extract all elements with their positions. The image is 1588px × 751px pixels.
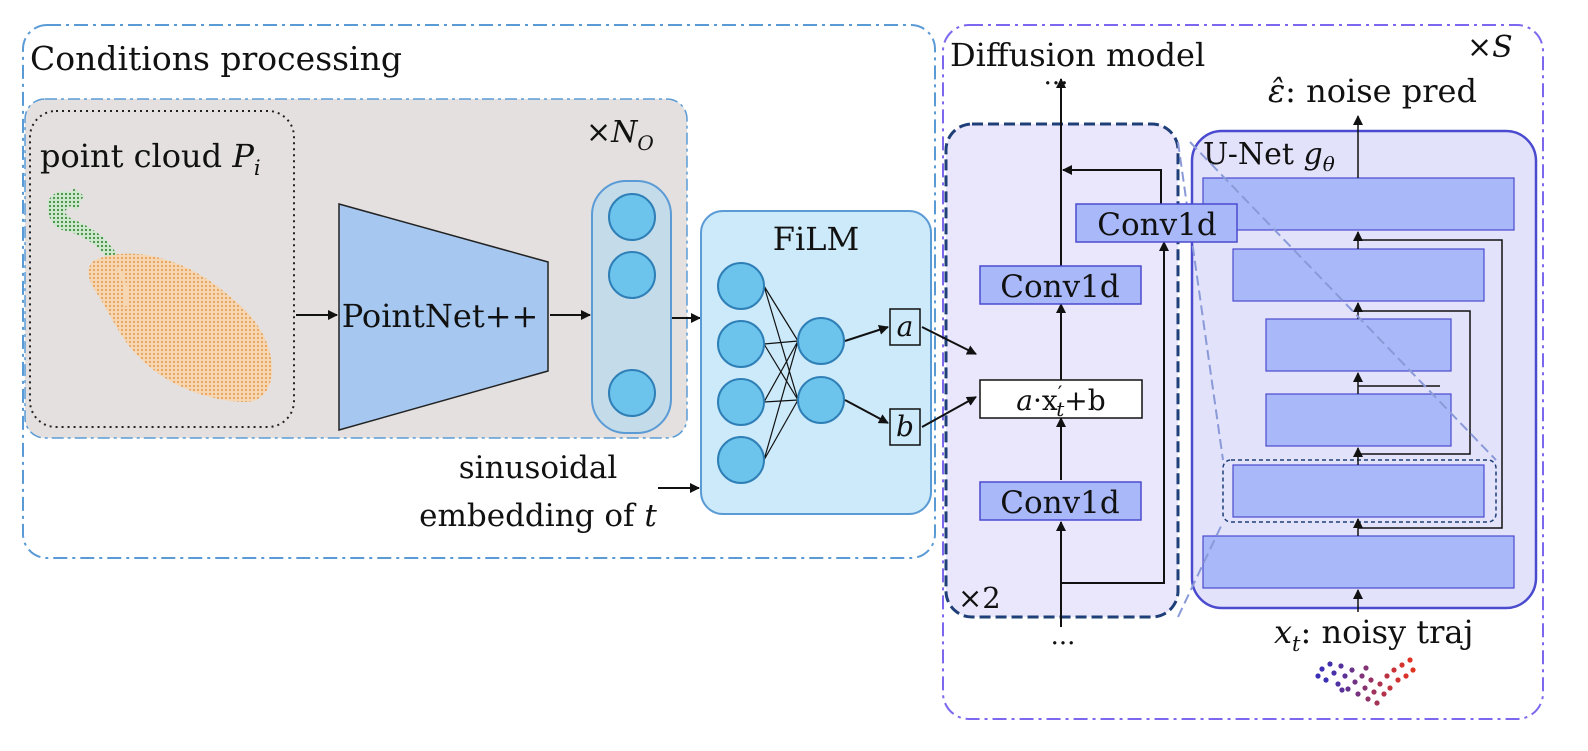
diffusion-title: Diffusion model	[950, 36, 1205, 74]
film-apply-formula: a·x′t+b	[1016, 381, 1105, 421]
conv1d-bottom-box	[979, 481, 1142, 521]
unet-block-6	[1202, 535, 1515, 589]
arrow-to-a	[844, 325, 889, 342]
film-input-node-1	[717, 262, 765, 310]
unet-block-1	[1202, 177, 1515, 231]
film-hidden-node-1	[797, 317, 845, 365]
diffusion-panel	[942, 24, 1544, 720]
film-input-node-3	[717, 378, 765, 426]
conv1d-mid-label: Conv1d	[1000, 269, 1119, 305]
film-apply-box	[979, 379, 1143, 419]
noisy-traj-label: xt: noisy traj	[1274, 613, 1473, 656]
point-cloud-label: point cloud Pi	[40, 137, 261, 180]
film-output-a-box	[889, 308, 921, 346]
film-input-node-2	[717, 320, 765, 368]
conditions-title: Conditions processing	[30, 39, 402, 78]
point-cloud-box	[29, 110, 295, 428]
feature-vector	[591, 180, 672, 434]
unet-flow-arrows	[1353, 115, 1503, 612]
conv1d-skip-label: Conv1d	[1097, 207, 1216, 243]
film-input-node-4	[717, 436, 765, 484]
zoom-projection-lines	[1177, 141, 1497, 618]
noise-pred-label: ε̂: noise pred	[1268, 72, 1477, 110]
film-output-a: a	[897, 310, 914, 343]
unet-block-2	[1232, 248, 1485, 302]
arrow-b-to-apply	[921, 396, 977, 428]
feature-node-3	[608, 369, 656, 417]
unet-block-3	[1265, 318, 1452, 372]
unet-block-4	[1265, 393, 1452, 447]
conv1d-mid-box	[979, 265, 1142, 305]
conditions-panel	[22, 24, 936, 559]
wrench-point-cloud-icon	[47, 188, 124, 268]
residual-block-flow	[1056, 78, 1169, 627]
conv1d-bottom-label: Conv1d	[1000, 485, 1119, 521]
sinusoidal-label-line2: embedding of t	[419, 498, 657, 534]
pointnet-encoder	[338, 203, 549, 431]
hand-point-cloud-icon	[88, 253, 272, 402]
unet-label: U-Net gθ	[1203, 137, 1335, 176]
film-hidden-node-2	[797, 376, 845, 424]
feature-node-1	[608, 193, 656, 241]
pointnet-label: PointNet++	[342, 297, 539, 335]
film-network-edges	[763, 285, 799, 461]
ellipsis-bottom: ···	[1051, 629, 1076, 659]
conv1d-skip-box	[1075, 203, 1238, 243]
unet-block-5	[1232, 464, 1485, 518]
block-repeat-label: ×2	[958, 581, 1001, 615]
film-title: FiLM	[773, 220, 859, 258]
noisy-trajectory-icon	[1315, 657, 1416, 706]
film-output-b: b	[896, 410, 914, 443]
sinusoidal-label-line1: sinusoidal	[459, 450, 617, 486]
object-repeat-label: ×NO	[586, 115, 654, 155]
ellipsis-top: ···	[1044, 69, 1069, 99]
film-output-b-box	[889, 408, 921, 446]
diffusion-repeat-label: ×S	[1467, 30, 1513, 65]
arrow-a-to-apply	[921, 326, 977, 355]
arrow-to-b	[844, 399, 889, 424]
feature-node-2	[608, 251, 656, 299]
